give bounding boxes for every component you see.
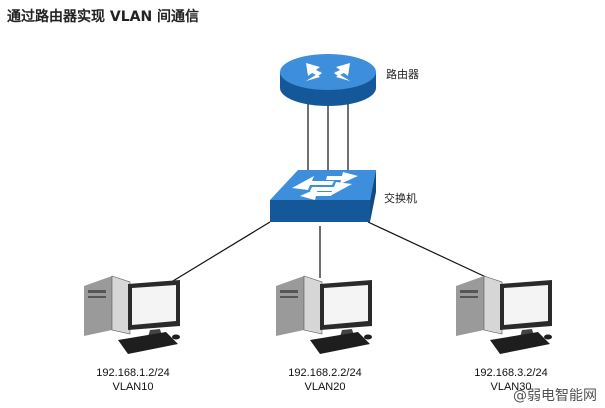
host1-ip: 192.168.1.2/24	[96, 367, 170, 379]
watermark: @弱电智能网	[513, 388, 597, 404]
host2-caption: 192.168.2.2/24 VLAN20	[270, 366, 380, 394]
host1-caption: 192.168.1.2/24 VLAN10	[78, 366, 188, 394]
switch-label: 交换机	[384, 192, 417, 205]
connections	[167, 100, 489, 285]
switch-host3-link	[367, 221, 489, 279]
router-label: 路由器	[386, 68, 419, 81]
host3-ip: 192.168.3.2/24	[474, 367, 548, 379]
host3-caption: 192.168.3.2/24 VLAN30	[456, 366, 566, 394]
router-icon	[280, 54, 376, 106]
host1-computer-icon	[84, 275, 180, 354]
switch-host1-link	[167, 221, 271, 285]
host2-ip: 192.168.2.2/24	[288, 367, 362, 379]
host3-computer-icon	[456, 275, 552, 354]
switch-icon	[270, 170, 376, 222]
host2-computer-icon	[276, 275, 372, 354]
diagram-title: 通过路由器实现 VLAN 间通信	[7, 9, 200, 25]
host3-vlan: VLAN30	[490, 381, 532, 393]
host2-vlan: VLAN20	[304, 381, 346, 393]
host1-vlan: VLAN10	[112, 381, 154, 393]
